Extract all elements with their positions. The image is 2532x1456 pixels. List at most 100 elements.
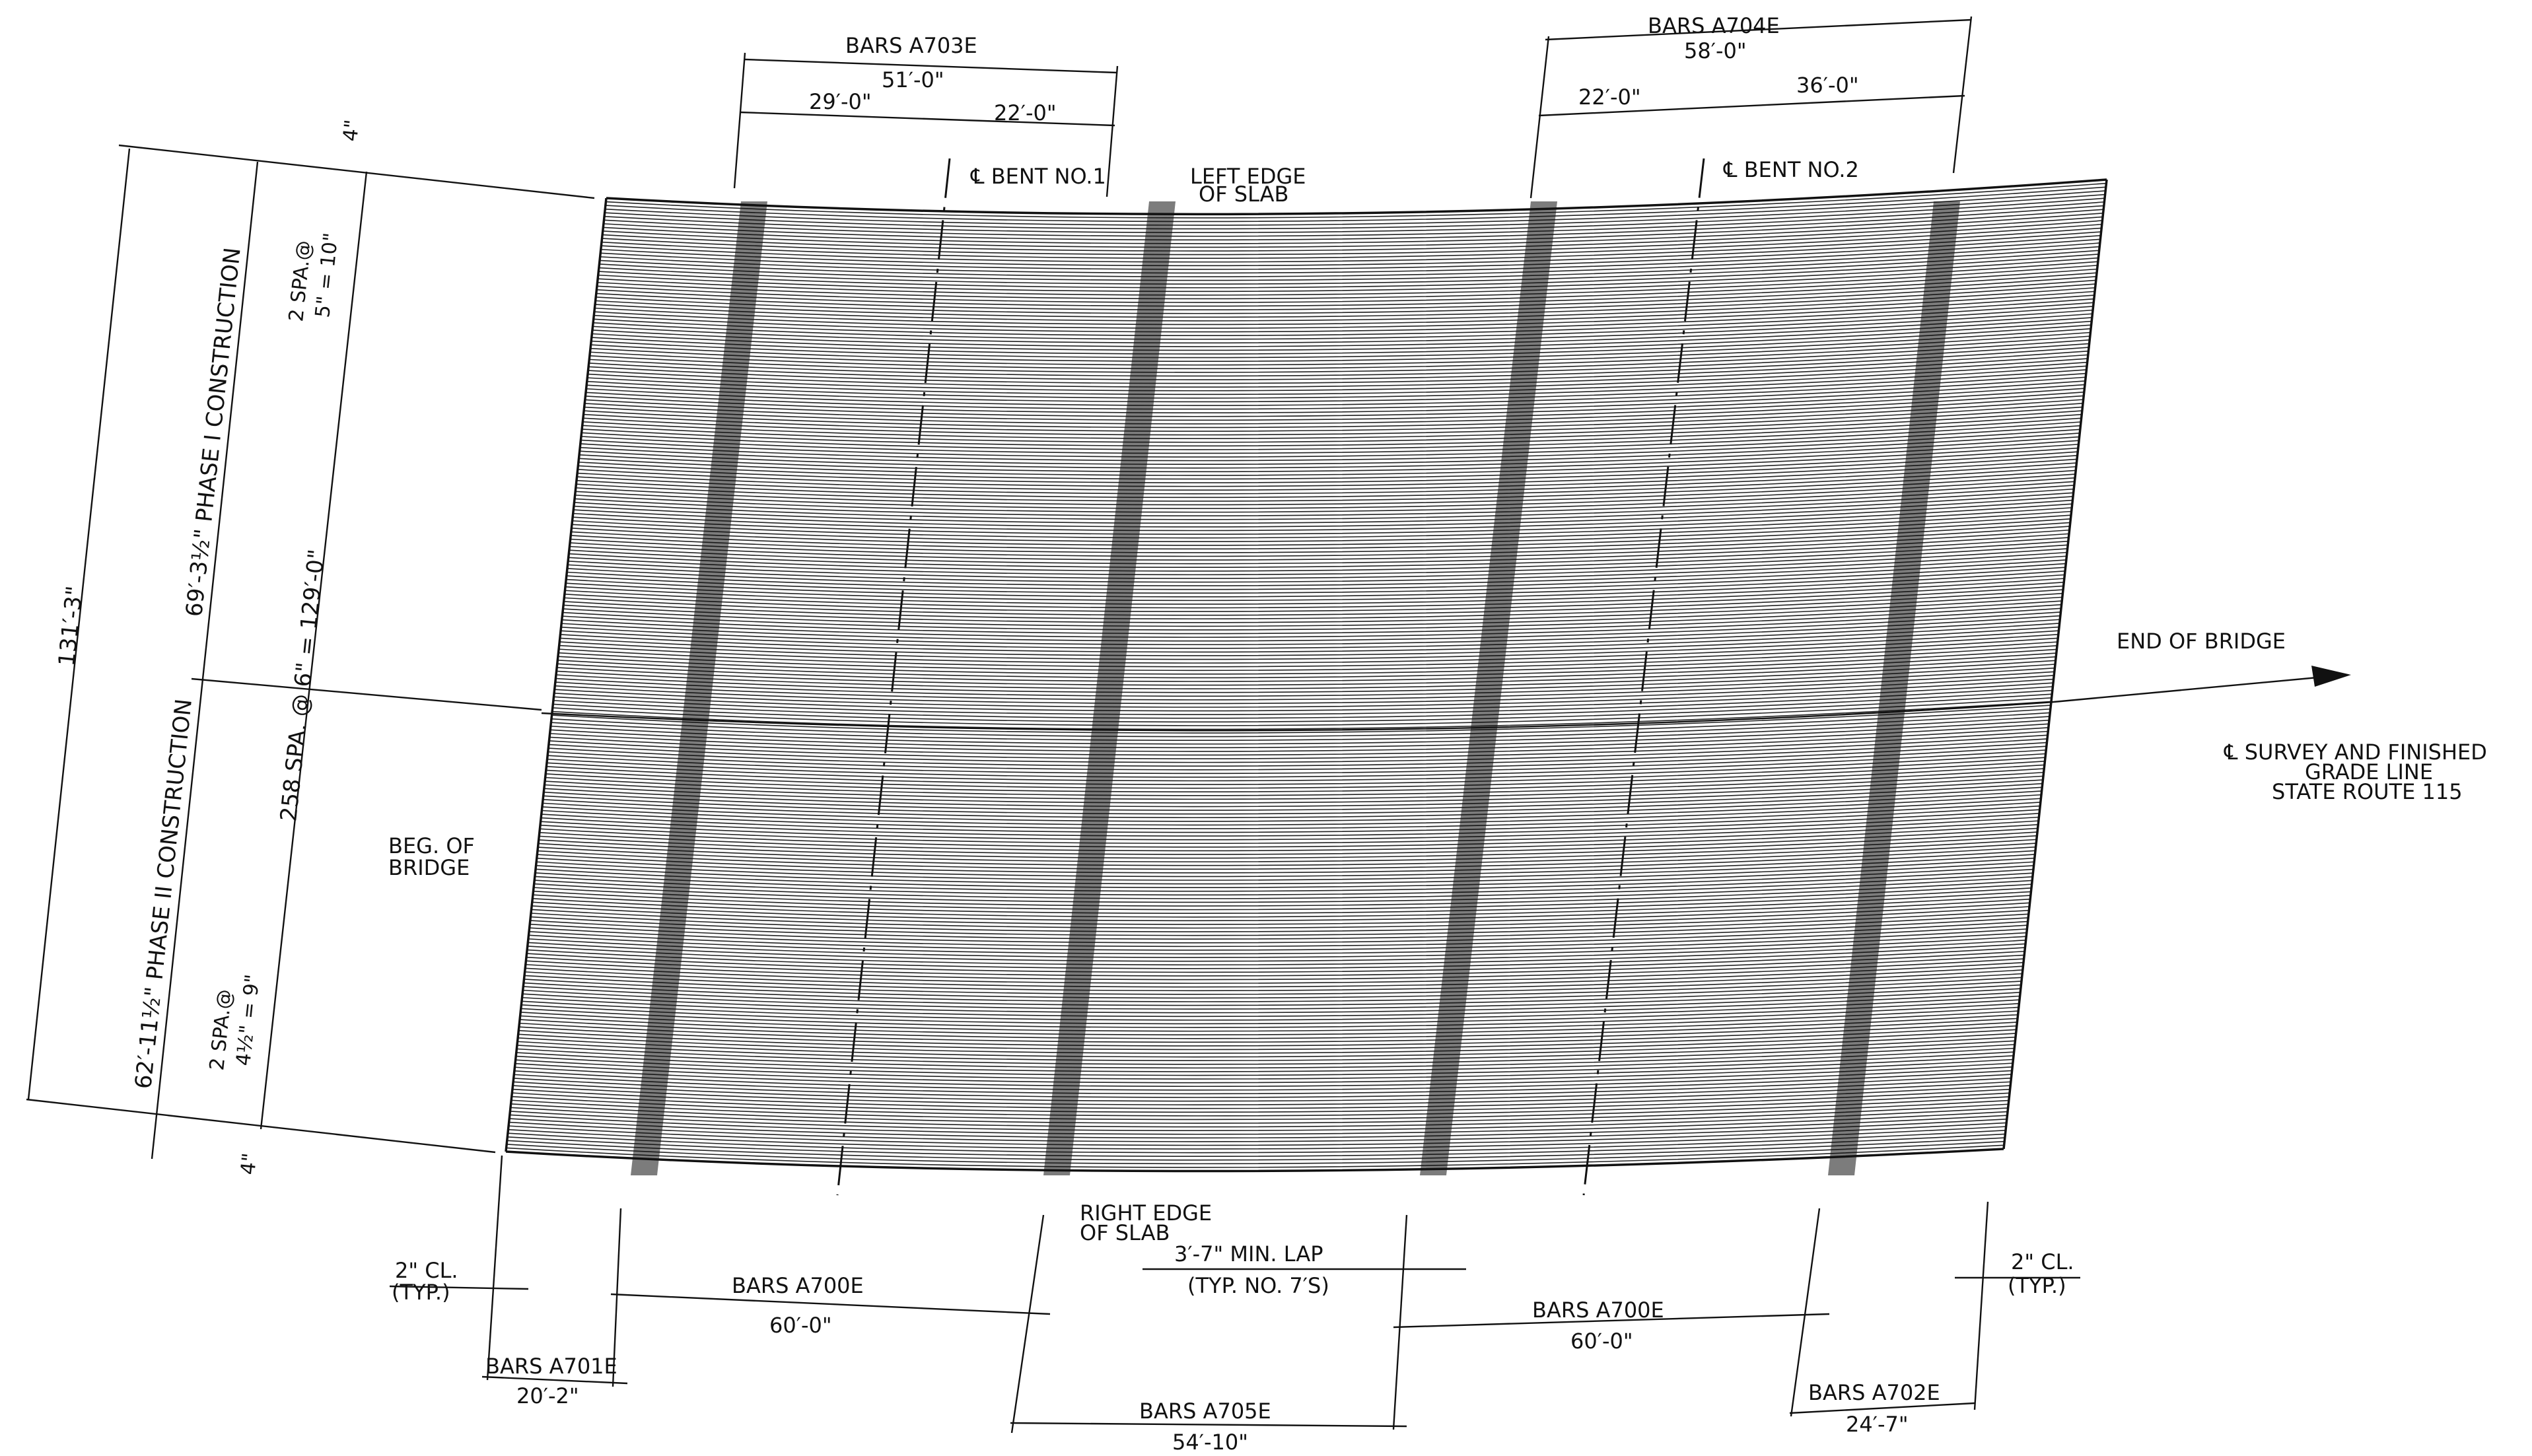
transverse-bar (603, 209, 2104, 244)
transverse-bar (530, 917, 2029, 944)
transverse-bar (555, 664, 2056, 693)
transverse-bar (576, 466, 2076, 499)
label-dim-22a: 22′-0" (994, 100, 1057, 125)
transverse-bar (600, 242, 2100, 277)
transverse-bar (571, 522, 2070, 553)
label-four-bot: 4" (236, 1152, 262, 1175)
transverse-bar (538, 831, 2038, 859)
transverse-bar (584, 392, 2084, 425)
label-bent-2: ℄ BENT NO.2 (1723, 157, 1859, 182)
lap-splice-band (631, 201, 767, 1175)
transverse-bar (577, 462, 2077, 495)
transverse-bar (532, 898, 2031, 925)
dim-a700e-left (610, 1293, 1051, 1315)
label-beg-2: BRIDGE (388, 855, 470, 880)
transverse-bar (567, 551, 2068, 583)
transverse-bar (575, 473, 2076, 506)
transverse-bar (516, 1051, 2014, 1076)
transverse-bar (598, 250, 2099, 285)
transverse-bar (522, 984, 2022, 1010)
transverse-bar (512, 1081, 2011, 1105)
bent-2-centerline (1582, 158, 1705, 1196)
label-bars-a701e: BARS A701E (485, 1354, 617, 1379)
dim-cl-left (389, 1285, 529, 1290)
transverse-bar (579, 444, 2079, 476)
transverse-bar (544, 782, 2043, 811)
transverse-bar (568, 544, 2068, 576)
transverse-bar (579, 440, 2080, 473)
transverse-bar (586, 365, 2088, 399)
transverse-bar (510, 1107, 2008, 1131)
transverse-bar (545, 761, 2045, 789)
label-dim-54-10: 54′-10" (1172, 1430, 1248, 1455)
transverse-bar (507, 1140, 2005, 1165)
transverse-bar (562, 604, 2062, 635)
ext-bot-5 (1790, 1208, 1821, 1417)
transverse-bar (606, 182, 2107, 219)
transverse-bar (540, 820, 2039, 848)
transverse-bar (527, 943, 2026, 969)
right-edge-of-slab (505, 1148, 2004, 1173)
transverse-bar (537, 846, 2036, 874)
transverse-bar (538, 835, 2037, 862)
label-bars-a703e: BARS A703E (845, 33, 977, 58)
transverse-bar (584, 384, 2086, 417)
transverse-bar (544, 775, 2044, 804)
transverse-bar (553, 693, 2053, 723)
transverse-bar (533, 884, 2032, 911)
transverse-bar (532, 891, 2031, 918)
transverse-bar (569, 540, 2068, 572)
label-dim-131: 131′-3" (53, 584, 88, 668)
label-dim-60-right: 60′-0" (1570, 1329, 1633, 1354)
transverse-bar (580, 421, 2082, 454)
transverse-bar (565, 574, 2065, 605)
dim-phase (151, 161, 259, 1160)
label-left-edge-2: OF SLAB (1199, 182, 1288, 207)
transverse-bar (530, 909, 2029, 936)
transverse-bar (602, 213, 2103, 248)
transverse-bar (540, 813, 2040, 841)
transverse-bar (520, 1003, 2020, 1028)
label-right-edge-2: OF SLAB (1080, 1220, 1170, 1245)
dim-spa (260, 171, 368, 1130)
label-cl-right-2: (TYP.) (2008, 1273, 2066, 1298)
transverse-bar (561, 611, 2061, 642)
transverse-bar (568, 548, 2068, 579)
label-lap-2: (TYP. NO. 7′S) (1187, 1273, 1329, 1298)
transverse-bar (574, 488, 2074, 520)
transverse-bar (529, 924, 2028, 951)
transverse-bar (522, 992, 2021, 1018)
transverse-bar (600, 234, 2101, 270)
transverse-bar (596, 279, 2096, 314)
transverse-bar (524, 965, 2023, 992)
transverse-bar (534, 876, 2033, 903)
transverse-bar (569, 533, 2070, 565)
transverse-bar (559, 630, 2059, 660)
label-end-of-bridge: END OF BRIDGE (2117, 629, 2286, 654)
transverse-bar (557, 656, 2057, 686)
transverse-bar (557, 652, 2057, 682)
label-beg-1: BEG. OF (388, 833, 475, 858)
transverse-bar (546, 757, 2046, 785)
transverse-bar (591, 320, 2092, 355)
transverse-bar (543, 786, 2043, 815)
transverse-bar (588, 354, 2088, 388)
transverse-bar (535, 865, 2034, 892)
transverse-bar (534, 880, 2033, 907)
transverse-bar (565, 571, 2066, 602)
transverse-bar (552, 701, 2052, 730)
transverse-bar (601, 227, 2102, 263)
transverse-bar (528, 928, 2027, 955)
label-cl-left-2: (TYP.) (392, 1280, 450, 1305)
transverse-bar (548, 734, 2048, 763)
label-dim-20-2: 20′-2" (516, 1383, 579, 1408)
transverse-bar (589, 339, 2090, 373)
label-cl-right-1: 2" CL. (2011, 1249, 2074, 1274)
transverse-bar (594, 295, 2095, 329)
transverse-bar (592, 313, 2093, 347)
transverse-bar (510, 1103, 2009, 1128)
transverse-bar (572, 507, 2072, 539)
begin-of-bridge-line (505, 197, 608, 1152)
transverse-bar (571, 518, 2071, 550)
transverse-bar (509, 1119, 2007, 1142)
